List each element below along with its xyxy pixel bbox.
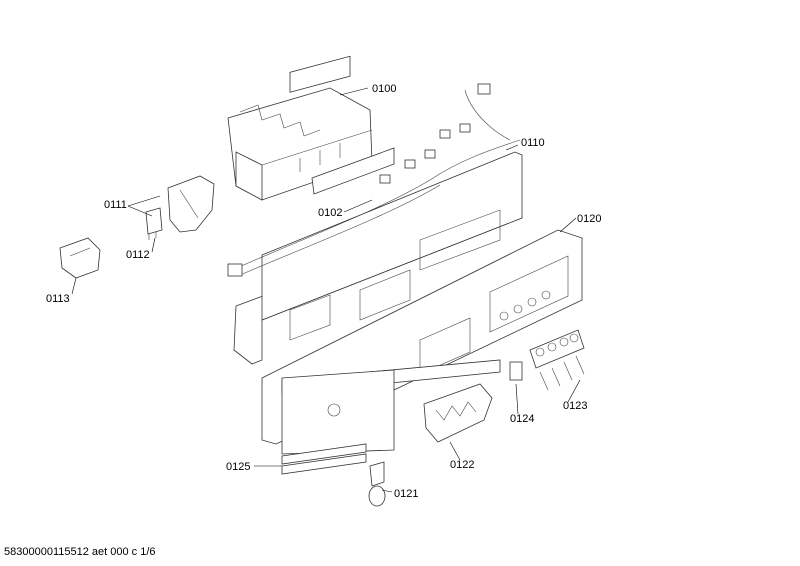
part-0112-component bbox=[145, 207, 163, 240]
label-0125: 0125 bbox=[226, 461, 250, 473]
part-0102-label-strip bbox=[311, 147, 395, 195]
label-0110: 0110 bbox=[521, 137, 545, 149]
label-0102: 0102 bbox=[318, 207, 342, 219]
part-0124-button bbox=[509, 361, 523, 381]
part-0122-button-bracket bbox=[423, 383, 493, 443]
label-0123: 0123 bbox=[563, 400, 587, 412]
label-0112: 0112 bbox=[126, 249, 150, 261]
label-0113: 0113 bbox=[46, 293, 70, 305]
part-0125-handle-strip bbox=[281, 359, 501, 475]
part-0110-frame bbox=[227, 83, 523, 365]
document-id-footer: 58300000115512 aet 000 c 1/6 bbox=[4, 546, 156, 558]
label-0100: 0100 bbox=[372, 83, 396, 95]
label-0111: 0111 bbox=[104, 199, 127, 211]
leader-lines bbox=[71, 87, 581, 493]
part-0123-button-set bbox=[529, 329, 585, 391]
label-0121: 0121 bbox=[394, 488, 418, 500]
label-0124: 0124 bbox=[510, 413, 534, 425]
part-0121-knob bbox=[368, 461, 386, 507]
label-0122: 0122 bbox=[450, 459, 474, 471]
part-0113-connector bbox=[59, 237, 101, 279]
label-0120: 0120 bbox=[577, 213, 601, 225]
part-0111-switch bbox=[167, 175, 215, 233]
